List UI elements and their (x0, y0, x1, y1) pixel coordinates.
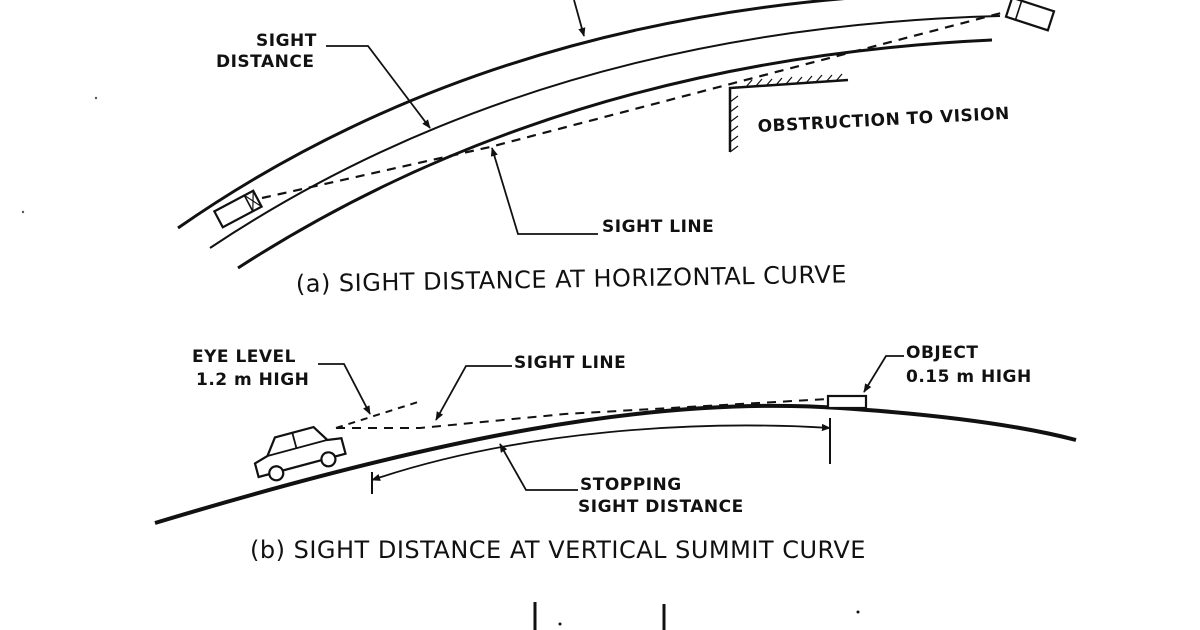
top-leader (573, 0, 586, 37)
object-block (826, 394, 868, 410)
sight-line-dashed-b (336, 398, 829, 429)
vehicle-rear (212, 189, 264, 229)
ssd-dimension-arc (371, 423, 831, 481)
sight-line-leader (490, 147, 598, 235)
road-outer-edge (177, 0, 846, 230)
caption-b: (b) SIGHT DISTANCE AT VERTICAL SUMMIT CU… (250, 536, 866, 564)
sight-line-label-a: SIGHT LINE (602, 217, 714, 237)
eye-level-leader (318, 363, 371, 415)
sight-line-label-b: SIGHT LINE (514, 353, 626, 373)
sight-distance-label-1: SIGHT (256, 31, 317, 51)
ssd-label-1: STOPPING (580, 475, 682, 495)
road-centerline (209, 15, 1001, 249)
object-label-1: OBJECT (906, 343, 978, 363)
sight-distance-label-2: DISTANCE (216, 52, 314, 72)
eye-level-label-1: EYE LEVEL (192, 347, 296, 367)
object-label-2: 0.15 m HIGH (906, 367, 1032, 387)
horizontal-curve-diagram: SIGHT DISTANCE OBSTRUCTION TO VISION SIG… (177, 0, 1056, 298)
obstruction-label: OBSTRUCTION TO VISION (757, 104, 1010, 137)
eye-sight-line (335, 401, 419, 429)
next-figure-fragment (21, 96, 860, 630)
caption-a: (a) SIGHT DISTANCE AT HORIZONTAL CURVE (296, 260, 848, 298)
ssd-label-2: SIGHT DISTANCE (578, 497, 744, 517)
ssd-leader (499, 443, 578, 491)
vertical-curve-diagram: EYE LEVEL 1.2 m HIGH SIGHT LINE OBJECT 0… (154, 343, 1077, 564)
car (253, 425, 347, 482)
sight-line-dashed (261, 10, 1006, 200)
summit-profile (154, 403, 1077, 525)
eye-level-label-2: 1.2 m HIGH (196, 370, 309, 390)
road-inner-edge (237, 38, 993, 270)
vehicle-front (1004, 0, 1056, 32)
object-leader (863, 355, 904, 393)
sight-distance-leader (326, 45, 431, 129)
sight-line-leader-b (435, 365, 512, 421)
obstruction-wall (728, 73, 849, 153)
